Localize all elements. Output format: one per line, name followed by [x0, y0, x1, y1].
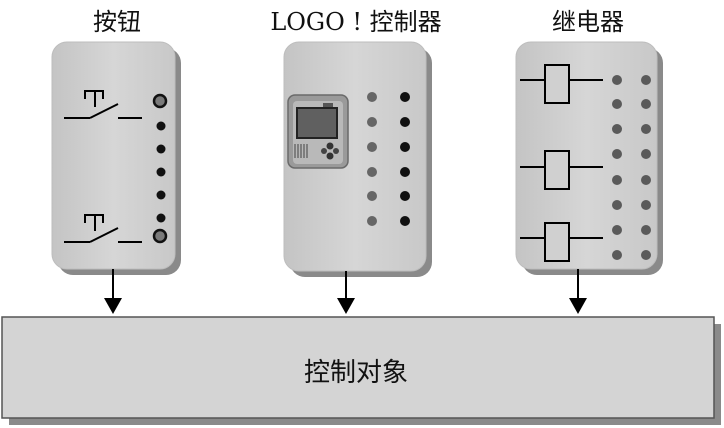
logo-key	[326, 152, 334, 160]
logo-controller-label: LOGO ! 控制器	[270, 8, 442, 36]
pushbutton-switch-symbol	[64, 214, 142, 243]
terminal-dot	[641, 149, 651, 159]
arrow-head	[337, 298, 355, 314]
logo-terminal-grid	[367, 92, 410, 226]
terminal-dot	[612, 124, 622, 134]
terminal-dot	[400, 167, 410, 177]
terminal-dot	[641, 75, 651, 85]
flow-arrows	[104, 269, 587, 314]
button-panel	[51, 41, 181, 275]
terminal-dot	[612, 149, 622, 159]
logo-vent-slots	[294, 144, 308, 158]
terminal-dot	[367, 216, 377, 226]
terminal-dot	[156, 121, 166, 131]
terminal-dot	[367, 191, 377, 201]
relay-terminal-grid	[612, 75, 651, 260]
terminal-dot	[367, 142, 377, 152]
terminal-ring	[152, 228, 168, 244]
button-label: 按钮	[93, 8, 141, 36]
terminal-dot	[612, 225, 622, 235]
relay-coil-symbol	[520, 222, 603, 262]
relay-label: 继电器	[552, 8, 624, 36]
terminal-dot	[367, 167, 377, 177]
terminal-dot	[400, 142, 410, 152]
logo-key	[326, 142, 334, 150]
terminal-dot	[156, 213, 166, 223]
terminal-dot	[641, 250, 651, 260]
logo-module	[287, 94, 349, 169]
pushbutton-switch-symbol	[64, 90, 142, 119]
relay-coil-symbol	[520, 64, 603, 104]
terminal-dot	[641, 124, 651, 134]
terminal-dot	[641, 99, 651, 109]
terminal-dot	[156, 144, 166, 154]
logo-controller-panel	[283, 41, 432, 277]
arrow-head	[569, 298, 587, 314]
terminal-dot	[641, 200, 651, 210]
terminal-dot	[400, 117, 410, 127]
terminal-ring	[152, 93, 168, 109]
arrow-head	[104, 298, 122, 314]
terminal-dot	[612, 175, 622, 185]
logo-module-tab	[323, 103, 333, 107]
relay-panel	[515, 41, 663, 275]
terminal-dot	[367, 117, 377, 127]
controlled-object-label: 控制对象	[303, 358, 408, 388]
terminal-dot	[641, 175, 651, 185]
controlled-object-box	[1, 316, 721, 425]
relay-coil-symbol	[520, 150, 603, 190]
logo-display-screen	[296, 107, 338, 139]
terminal-dot	[400, 216, 410, 226]
target-box-body	[1, 316, 715, 419]
terminal-dot	[400, 92, 410, 102]
relay-panel-body	[515, 41, 658, 270]
terminal-dot	[400, 191, 410, 201]
logo-key	[333, 148, 339, 154]
terminal-dot	[612, 200, 622, 210]
terminal-dot	[641, 225, 651, 235]
terminal-dot	[612, 250, 622, 260]
terminal-dot	[156, 190, 166, 200]
terminal-dot	[367, 92, 377, 102]
terminal-dot	[612, 99, 622, 109]
terminal-dot	[156, 167, 166, 177]
terminal-dot	[612, 75, 622, 85]
logo-key	[321, 148, 327, 154]
